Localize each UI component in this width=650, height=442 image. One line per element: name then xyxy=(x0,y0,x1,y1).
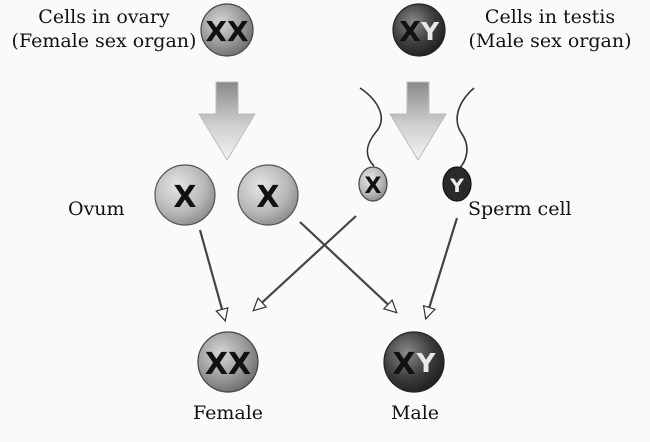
ovum-cell-1: X xyxy=(154,164,216,226)
sperm-x-tail xyxy=(359,87,382,167)
testis-cell: X Y xyxy=(392,3,446,57)
male-label: Male xyxy=(390,402,440,424)
testis-cell-y: Y xyxy=(420,17,440,46)
ovary-down-arrow xyxy=(198,81,256,161)
ovum-2-chromosome: X xyxy=(256,180,279,215)
arrow-ovum-to-female xyxy=(198,229,229,323)
ovary-label-line1: Cells in ovary xyxy=(38,6,170,28)
ovary-cell: XX xyxy=(200,3,254,57)
male-offspring-cell: X Y xyxy=(383,331,445,393)
female-label: Female xyxy=(192,402,264,424)
sperm-x-cell: X xyxy=(358,166,388,202)
ovum-1-chromosome: X xyxy=(173,180,196,215)
ovary-label: Cells in ovary (Female sex organ) xyxy=(4,6,204,54)
male-offspring-y: Y xyxy=(416,349,437,379)
female-offspring-cell: XX xyxy=(197,331,259,393)
ovum-label: Ovum xyxy=(68,198,125,220)
ovum-cell-2: X xyxy=(237,164,299,226)
sperm-cell-label: Sperm cell xyxy=(468,198,572,220)
female-offspring-chromosomes: XX xyxy=(205,347,251,382)
arrow-spermx-to-female xyxy=(252,215,357,312)
ovary-cell-chromosomes: XX xyxy=(205,15,249,48)
sperm-y-tail xyxy=(456,87,475,171)
testis-label-line1: Cells in testis xyxy=(484,6,616,28)
sperm-y-cell: Y xyxy=(442,166,472,202)
testis-label: Cells in testis (Male sex organ) xyxy=(452,6,648,54)
testis-down-arrow xyxy=(389,81,447,161)
sperm-y-chromosome: Y xyxy=(449,175,464,197)
arrow-ovum-to-male xyxy=(299,221,398,314)
sperm-x-chromosome: X xyxy=(365,174,382,199)
male-offspring-x: X xyxy=(392,347,415,382)
ovary-label-line2: (Female sex organ) xyxy=(11,29,197,52)
testis-label-line2: (Male sex organ) xyxy=(468,29,632,52)
arrow-spermy-to-male xyxy=(422,217,459,321)
testis-cell-x: X xyxy=(399,15,421,48)
